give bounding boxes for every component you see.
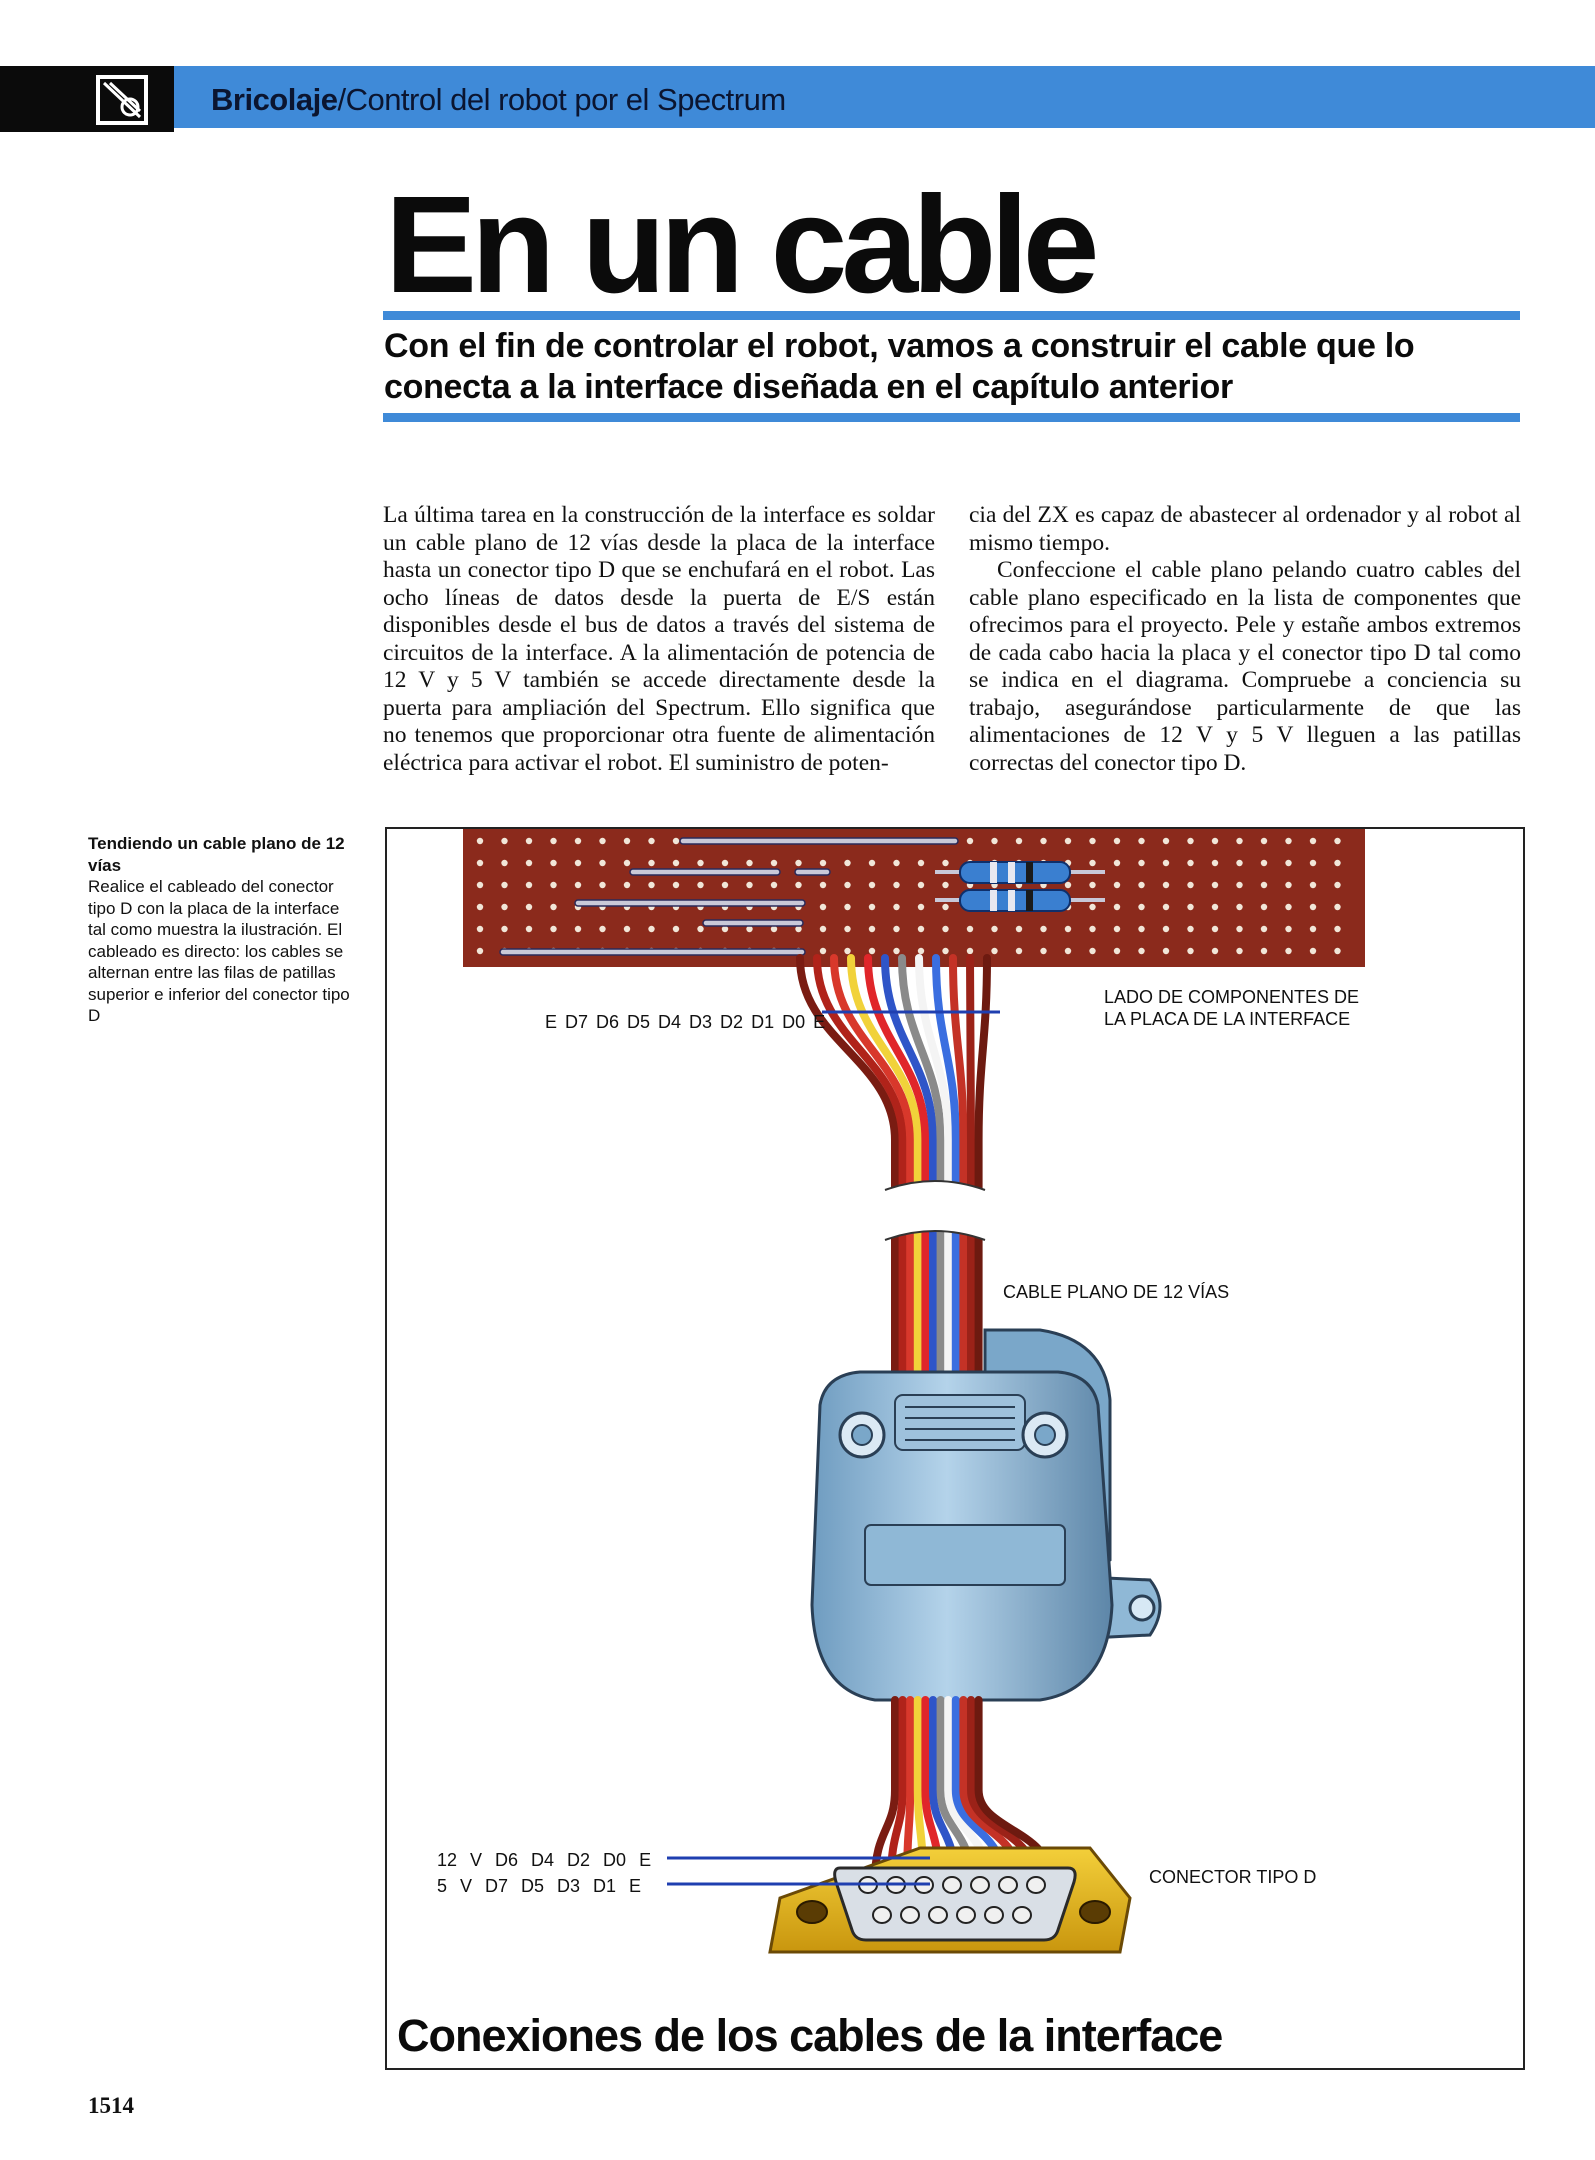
- label-pin-row-bottom: 5 V D7 D5 D3 D1 E: [437, 1876, 642, 1896]
- connector-pin: [956, 1906, 976, 1924]
- ribbon-wire: [932, 954, 960, 1379]
- board-track: [574, 899, 806, 907]
- running-header: Bricolaje/Control del robot por el Spect…: [211, 80, 786, 120]
- figure-title: Conexiones de los cables de la interface: [397, 2010, 1223, 2061]
- label-connector: CONECTOR TIPO D: [1149, 1867, 1317, 1887]
- body-paragraph: Confeccione el cable plano pelando cuatr…: [969, 557, 1521, 776]
- caption-text: Realice el cableado del conector tipo D …: [88, 877, 350, 1025]
- label-data-lines: E D7 D6 D5 D4 D3 D2 D1 D0 E: [545, 1012, 826, 1032]
- interface-board: [463, 829, 1365, 967]
- ribbon-wire: [966, 954, 975, 1379]
- article-title: En un cable: [385, 168, 1099, 322]
- board-track: [794, 868, 831, 876]
- d-connector-shell: [810, 1328, 1162, 1702]
- board-track: [702, 919, 804, 927]
- header-section: Bricolaje: [211, 82, 338, 117]
- board-track: [629, 868, 781, 876]
- ribbon-wire: [830, 954, 915, 1379]
- body-column-1: La última tarea en la construcción de la…: [383, 502, 935, 777]
- ribbon-wire: [796, 954, 899, 1379]
- page-number: 1514: [88, 2093, 134, 2118]
- ribbon-wire: [915, 954, 953, 1379]
- connector-pin: [872, 1906, 892, 1924]
- body-paragraph: cia del ZX es capaz de abastecer al orde…: [969, 502, 1521, 556]
- connector-pin: [970, 1876, 990, 1894]
- connector-pin: [1026, 1876, 1046, 1894]
- label-pin-row-top: 12 V D6 D4 D2 D0 E: [437, 1850, 652, 1870]
- label-component-side: LADO DE COMPONENTES DE LA PLACA DE LA IN…: [1104, 987, 1360, 1029]
- title-rule-bottom: [383, 413, 1520, 422]
- ribbon-wire: [864, 954, 930, 1379]
- resistor: [935, 889, 1105, 912]
- label-cable: CABLE PLANO DE 12 VÍAS: [1003, 1282, 1230, 1302]
- header-topic: /Control del robot por el Spectrum: [337, 82, 786, 117]
- ribbon-wire: [898, 954, 945, 1379]
- board-track: [679, 837, 959, 845]
- connector-pin: [1012, 1906, 1032, 1924]
- connector-pin: [984, 1906, 1004, 1924]
- figure-caption: Tendiendo un cable plano de 12 vías Real…: [88, 833, 350, 1027]
- ribbon-wire: [813, 954, 907, 1379]
- connector-pin: [928, 1906, 948, 1924]
- connector-pin: [942, 1876, 962, 1894]
- cable-break: [884, 1180, 986, 1241]
- body-paragraph: La última tarea en la construcción de la…: [383, 502, 935, 776]
- article-subtitle: Con el fin de controlar el robot, vamos …: [384, 327, 1415, 406]
- section-logo-icon: [96, 75, 148, 125]
- title-rule-top: [383, 311, 1520, 320]
- board-track: [499, 948, 806, 956]
- d-connector-plate: [768, 1846, 1132, 1954]
- caption-title: Tendiendo un cable plano de 12 vías: [88, 834, 345, 875]
- header-band: [174, 66, 1595, 128]
- ribbon-wire: [881, 954, 937, 1379]
- ribbon-wire: [974, 954, 991, 1379]
- ribbon-wire: [847, 954, 922, 1379]
- ribbon-cable-upper: [796, 954, 991, 1379]
- body-column-2: cia del ZX es capaz de abastecer al orde…: [969, 502, 1521, 777]
- connector-pins: [858, 1876, 1046, 1924]
- resistor: [935, 861, 1105, 884]
- ribbon-wire: [949, 954, 968, 1379]
- connector-pin: [998, 1876, 1018, 1894]
- connector-pin: [900, 1906, 920, 1924]
